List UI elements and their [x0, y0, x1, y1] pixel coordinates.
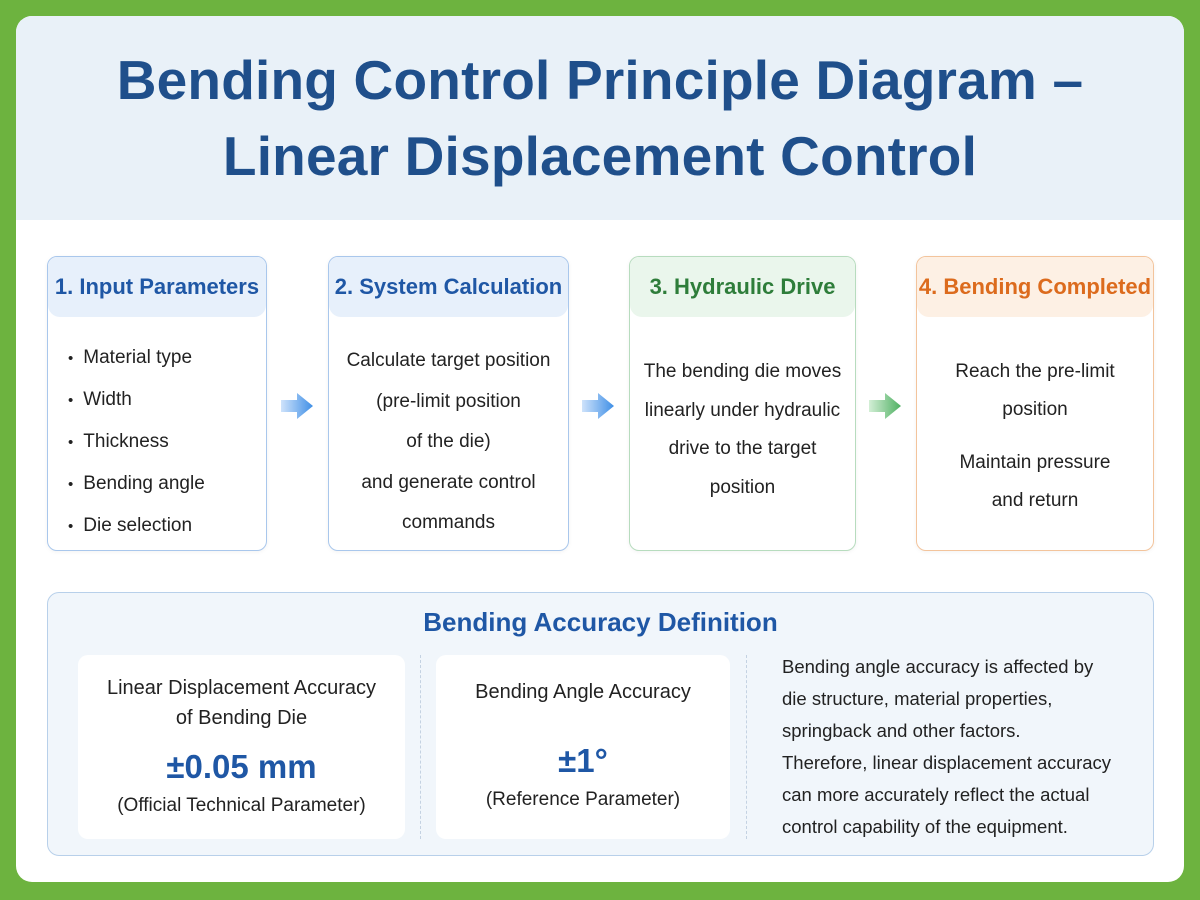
angle-accuracy-box: Bending Angle Accuracy ±1° (Reference Pa…	[436, 655, 730, 839]
step-system-calculation: 2. System Calculation Calculate target p…	[328, 256, 569, 551]
list-item: Thickness	[68, 421, 266, 463]
step-description: The bending die moves linearly under hyd…	[630, 317, 855, 507]
linear-accuracy-value: ±0.05 mm	[166, 748, 317, 785]
description-line: of the die)	[406, 431, 491, 452]
description-group: Reach the pre-limit position	[917, 353, 1153, 429]
arrow-right-icon	[869, 393, 901, 419]
dashed-divider	[746, 655, 747, 839]
arrow-right-icon	[582, 393, 614, 419]
description-line: commands	[402, 512, 495, 533]
description-group: Maintain pressure and return	[917, 444, 1153, 520]
description-line: linearly under hydraulic	[644, 399, 841, 421]
description-line: and return	[991, 490, 1079, 511]
description-line: Maintain pressure	[959, 452, 1111, 473]
step-title: 2. System Calculation	[329, 257, 568, 317]
arrow-right-icon	[281, 393, 313, 419]
step-input-parameters: 1. Input Parameters Material type Width …	[47, 256, 267, 551]
explanation-line: Therefore, linear displacement accuracy	[782, 752, 1112, 773]
list-item: Width	[68, 379, 266, 421]
step-title: 1. Input Parameters	[48, 257, 266, 317]
explanation-line: Bending angle accuracy is affected by	[782, 656, 1094, 677]
angle-accuracy-note: (Reference Parameter)	[485, 789, 681, 810]
dashed-divider	[420, 655, 421, 839]
explanation-line: springback and other factors.	[782, 720, 1021, 741]
title-line-2: Linear Displacement Control	[222, 125, 978, 187]
process-steps: 1. Input Parameters Material type Width …	[16, 16, 1184, 576]
step-description: Reach the pre-limit position Maintain pr…	[917, 317, 1153, 520]
explanation-line: control capability of the equipment.	[782, 816, 1068, 837]
label-line: Linear Displacement Accuracy	[106, 677, 376, 699]
angle-accuracy-value: ±1°	[558, 742, 608, 779]
list-item: Material type	[68, 337, 266, 379]
step-hydraulic-drive: 3. Hydraulic Drive The bending die moves…	[629, 256, 856, 551]
linear-accuracy-label: Linear Displacement Accuracy of Bending …	[78, 655, 405, 733]
description-line: position	[709, 476, 776, 498]
linear-accuracy-box: Linear Displacement Accuracy of Bending …	[78, 655, 405, 839]
description-line: The bending die moves	[643, 361, 842, 382]
list-item: Die selection	[68, 505, 266, 547]
step-bending-completed: 4. Bending Completed Reach the pre-limit…	[916, 256, 1154, 551]
accuracy-definition-panel: Bending Accuracy Definition Linear Displ…	[47, 592, 1154, 856]
step-title: 3. Hydraulic Drive	[630, 257, 855, 317]
list-item: Bending angle	[68, 463, 266, 505]
parameter-list: Material type Width Thickness Bending an…	[48, 317, 266, 547]
label-line: of Bending Die	[175, 707, 308, 729]
description-line: Reach the pre-limit	[955, 361, 1115, 382]
description-line: drive to the target	[668, 438, 817, 459]
header-banner: Bending Control Principle Diagram – Line…	[16, 16, 1184, 220]
diagram-card: Bending Control Principle Diagram – Line…	[16, 16, 1184, 882]
explanation-line: can more accurately reflect the actual	[782, 784, 1090, 805]
angle-accuracy-label: Bending Angle Accuracy	[475, 681, 691, 703]
accuracy-title: Bending Accuracy Definition	[423, 607, 778, 637]
description-line: Calculate target position	[346, 350, 551, 371]
explanation-line: die structure, material properties,	[782, 688, 1053, 709]
title-line-1: Bending Control Principle Diagram –	[116, 49, 1084, 111]
description-line: and generate control	[361, 471, 536, 493]
step-title: 4. Bending Completed	[917, 257, 1153, 317]
description-line: position	[1002, 399, 1068, 420]
step-description: Calculate target position (pre-limit pos…	[329, 317, 568, 544]
linear-accuracy-note: (Official Technical Parameter)	[117, 795, 366, 816]
accuracy-explanation: Bending angle accuracy is affected by di…	[782, 651, 1142, 843]
description-line: (pre-limit position	[376, 390, 521, 412]
